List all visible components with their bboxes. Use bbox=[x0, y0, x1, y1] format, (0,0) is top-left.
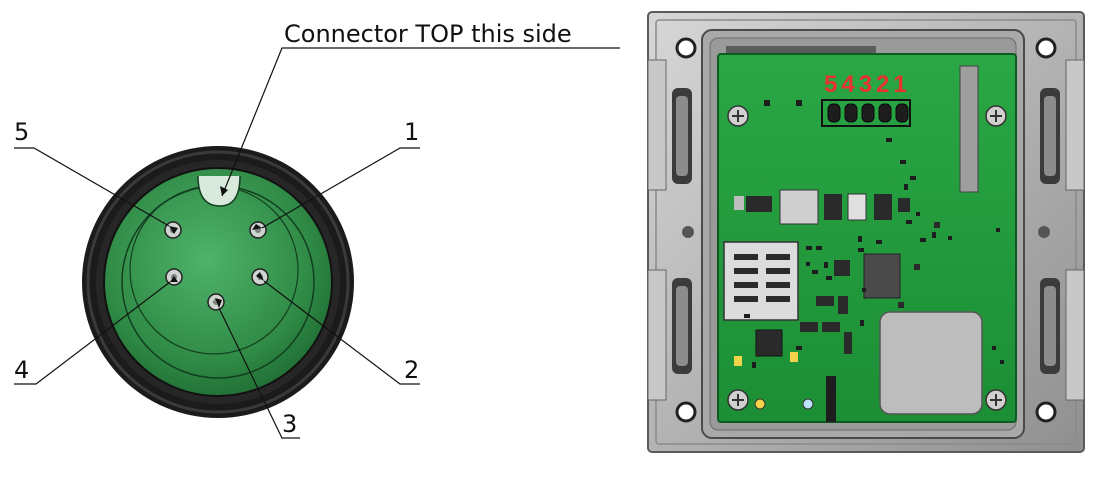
mounting-hole bbox=[675, 401, 697, 423]
connector-key-notch bbox=[197, 175, 241, 207]
leader-line-1 bbox=[261, 147, 420, 229]
mounting-hole bbox=[675, 37, 697, 59]
pin-label-1: 1 bbox=[404, 118, 419, 146]
pcb-ic-chip bbox=[755, 329, 783, 357]
connector-body bbox=[103, 167, 333, 397]
leader-line-3 bbox=[218, 307, 300, 439]
pin-label-5: 5 bbox=[14, 118, 29, 146]
pcb-inductor bbox=[779, 189, 819, 225]
mounting-hole bbox=[1035, 401, 1057, 423]
pcb-antenna-connector bbox=[826, 376, 836, 422]
pcb-ic-chip bbox=[863, 253, 901, 299]
pin-label-2: 2 bbox=[404, 356, 419, 384]
pcb-header-pin-numbers: 54321 bbox=[824, 71, 911, 98]
pcb-sim-card-holder bbox=[723, 241, 799, 321]
leader-line-2 bbox=[263, 280, 420, 385]
pcb-connector-strip bbox=[959, 65, 979, 193]
screw bbox=[727, 389, 749, 411]
pin-label-4: 4 bbox=[14, 356, 29, 384]
screw bbox=[727, 105, 749, 127]
leader-line-top bbox=[221, 47, 620, 197]
pcb-led bbox=[802, 398, 814, 410]
connector-view: Connector TOP this side 1 2 3 4 5 bbox=[14, 20, 620, 439]
connector-top-label: Connector TOP this side bbox=[284, 20, 572, 48]
pcb-module-shield bbox=[879, 311, 983, 415]
pcb-pin-header bbox=[821, 99, 911, 127]
screw bbox=[985, 389, 1007, 411]
pin-3 bbox=[207, 293, 225, 311]
pcb-led bbox=[754, 398, 766, 410]
pin-label-3: 3 bbox=[282, 410, 297, 438]
mounting-hole bbox=[1035, 37, 1057, 59]
leader-line-4 bbox=[14, 281, 171, 385]
pin-1 bbox=[249, 221, 267, 239]
screw bbox=[985, 105, 1007, 127]
pcb-enclosure-view: 54321 bbox=[647, 11, 1085, 453]
leader-line-5 bbox=[14, 147, 170, 227]
